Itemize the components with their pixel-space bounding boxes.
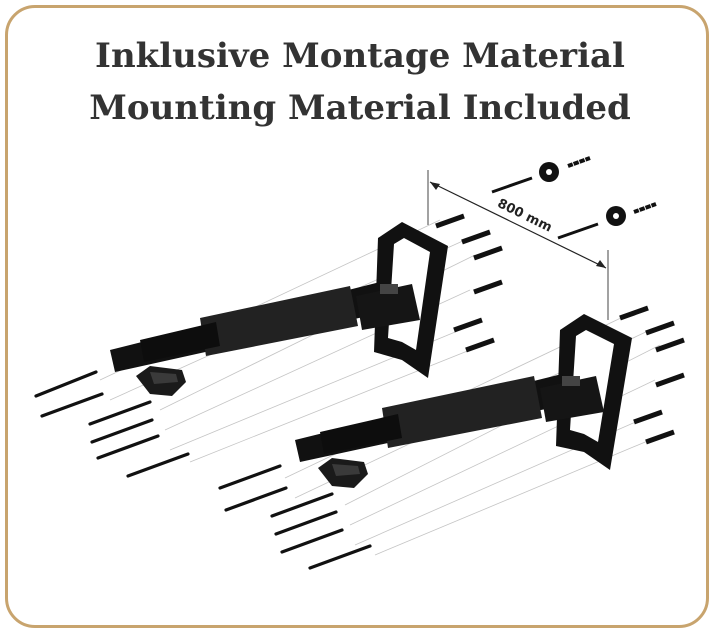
screw-set-left-front bbox=[218, 464, 372, 570]
wall-anchor-icon bbox=[473, 279, 503, 295]
screw-icon bbox=[96, 434, 160, 460]
screw-icon bbox=[126, 452, 190, 478]
wall-anchor-icon bbox=[655, 372, 685, 388]
wall-anchor-icon bbox=[473, 245, 503, 261]
wall-bracket-icon bbox=[110, 222, 448, 396]
dimension-label: 800 mm bbox=[495, 196, 554, 235]
screw-icon bbox=[218, 464, 282, 490]
washer-screw-set-middle bbox=[557, 202, 657, 240]
dimension-marker: 800 mm bbox=[427, 170, 609, 320]
wall-anchor-icon bbox=[461, 229, 491, 245]
screw-icon bbox=[270, 492, 334, 518]
screw-icon bbox=[224, 486, 288, 512]
heading-english: Mounting Material Included bbox=[89, 88, 631, 128]
wall-anchor-icon bbox=[435, 213, 465, 229]
wall-anchor-icon bbox=[567, 156, 591, 170]
clamp-knob-icon bbox=[318, 458, 368, 488]
screw-icon bbox=[308, 544, 372, 570]
screw-icon bbox=[40, 392, 104, 418]
wall-bracket-icon bbox=[295, 314, 632, 488]
clamp-knob-icon bbox=[136, 366, 186, 396]
wall-anchor-icon bbox=[633, 202, 657, 216]
anchor-column-left bbox=[435, 213, 503, 353]
wall-anchor-icon bbox=[633, 409, 663, 425]
screw-icon bbox=[34, 370, 98, 398]
anchor-column-right bbox=[619, 305, 685, 445]
screw-icon bbox=[88, 400, 152, 426]
screw-icon bbox=[90, 418, 154, 444]
screw-set-left-back bbox=[34, 370, 190, 478]
wall-anchor-icon bbox=[619, 305, 649, 321]
wall-anchor-icon bbox=[645, 429, 675, 445]
heading-german: Inklusive Montage Material bbox=[95, 36, 625, 76]
wall-anchor-icon bbox=[453, 317, 483, 333]
wall-anchor-icon bbox=[645, 320, 675, 336]
wall-anchor-icon bbox=[655, 337, 685, 353]
screw-icon bbox=[280, 528, 344, 554]
wall-anchor-icon bbox=[465, 337, 495, 353]
washer-screw-set-top bbox=[491, 156, 591, 194]
mounting-kit-illustration: 800 mm bbox=[34, 156, 685, 570]
screw-icon bbox=[274, 510, 338, 536]
